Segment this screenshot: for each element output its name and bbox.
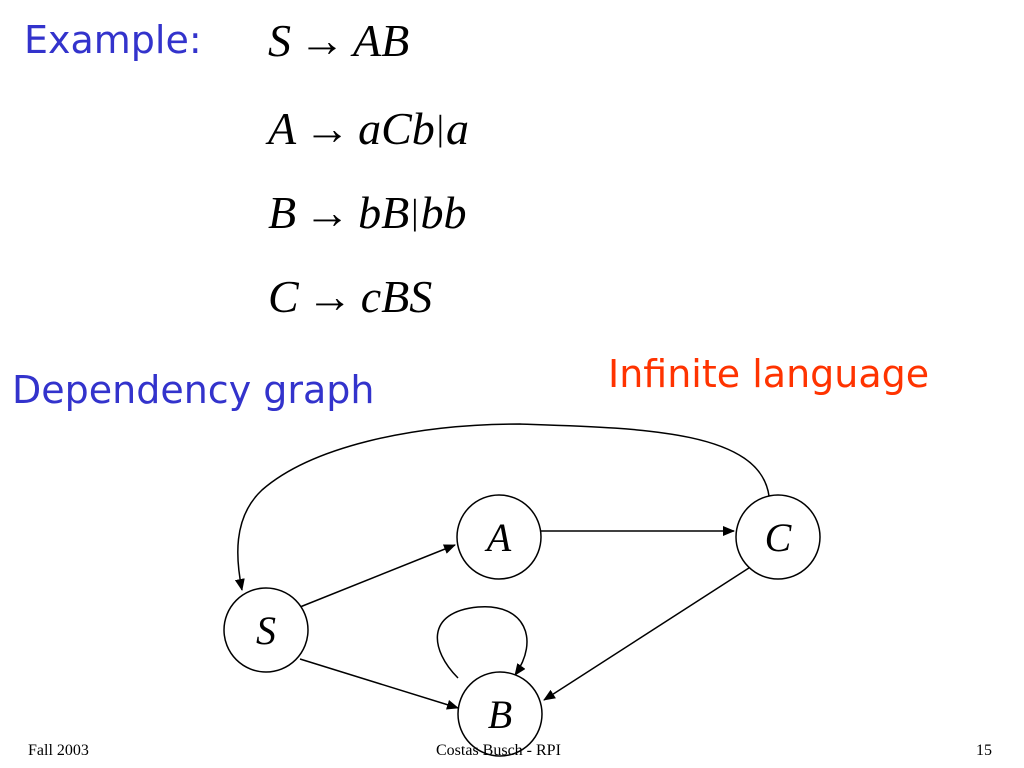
graph-node-s: S bbox=[223, 587, 309, 673]
alternation-bar: | bbox=[411, 192, 419, 232]
rule-alternative: cBS bbox=[360, 271, 433, 322]
infinite-language-annotation: Infinite language bbox=[608, 352, 930, 396]
footer-page-number: 15 bbox=[976, 742, 992, 759]
edge-c-to-s bbox=[234, 423, 770, 591]
rule-lhs: A bbox=[268, 103, 297, 154]
node-label: A bbox=[484, 515, 512, 560]
grammar-rule-c: C→cBS bbox=[268, 270, 432, 323]
node-label: C bbox=[765, 515, 793, 560]
arrow-icon: → bbox=[304, 187, 351, 238]
arrow-icon: → bbox=[304, 103, 351, 154]
grammar-rule-a: A→aCb|a bbox=[268, 102, 469, 155]
rule-alternative: AB bbox=[353, 15, 410, 66]
graph-node-c: C bbox=[735, 494, 821, 580]
edge-b-to-b-loop bbox=[436, 606, 528, 679]
alternation-bar: | bbox=[436, 108, 445, 148]
grammar-rule-s: S→AB bbox=[268, 14, 409, 67]
rule-lhs: C bbox=[268, 271, 299, 322]
graph-node-b: B bbox=[457, 671, 543, 757]
graph-node-a: A bbox=[456, 494, 542, 580]
rule-lhs: S bbox=[268, 15, 291, 66]
rule-lhs: B bbox=[268, 187, 297, 238]
node-label: S bbox=[256, 608, 276, 653]
edge-s-to-a bbox=[299, 544, 456, 608]
arrow-icon: → bbox=[299, 15, 345, 66]
edge-s-to-b bbox=[299, 658, 459, 710]
footer-center: Costas Busch - RPI bbox=[436, 742, 561, 759]
graph-title: Dependency graph bbox=[12, 368, 375, 412]
node-label: B bbox=[488, 692, 512, 737]
rule-alternative: aCb bbox=[358, 103, 435, 154]
rule-alternative: bB bbox=[358, 187, 410, 238]
edge-c-to-b bbox=[543, 565, 753, 701]
rule-alternative: bb bbox=[420, 187, 467, 238]
grammar-rule-b: B→bB|bb bbox=[268, 186, 466, 239]
arrow-icon: → bbox=[306, 271, 353, 322]
example-label: Example: bbox=[24, 18, 202, 62]
footer-left: Fall 2003 bbox=[28, 742, 89, 759]
rule-alternative: a bbox=[446, 103, 470, 154]
